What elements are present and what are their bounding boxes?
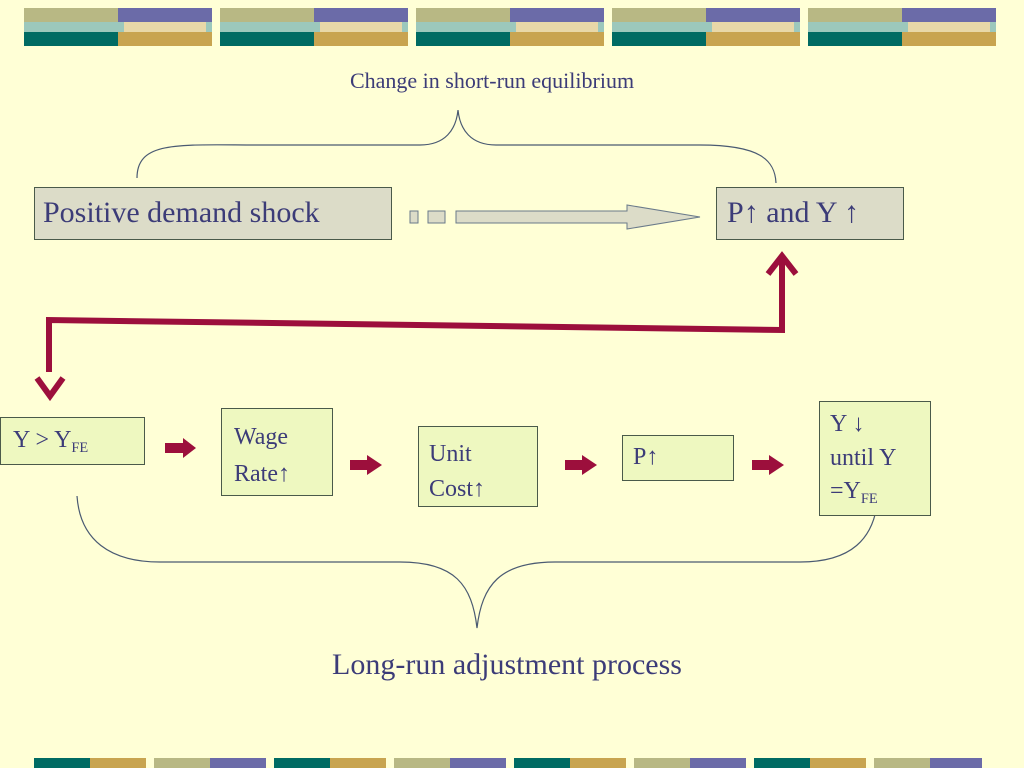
bottom-brace [76,495,879,629]
decor-tile [612,8,800,46]
decor-tile [220,8,408,46]
up-arrow-icon: ↑ [277,461,290,488]
chain-arrows [165,438,784,475]
result-and-y: and Y [758,196,844,229]
decor-tile [24,8,212,46]
price-label: P [633,444,647,470]
y-gt-label: Y > Y [13,427,72,453]
short-run-title: Change in short-run equilibrium [349,68,635,93]
demand-shock-box: Positive demand shock [34,187,392,240]
down-arrow-icon: ↓ [852,411,865,437]
decor-tile [416,8,604,46]
y-above-fe-box: Y > YFE [0,417,145,465]
rate-label: Rate [234,461,278,488]
unit-label: Unit [429,441,472,467]
up-arrow-icon: ↑ [743,196,759,229]
top-brace [136,109,777,184]
up-arrow-icon: ↑ [646,444,659,470]
fe-subscript: FE [860,491,878,508]
dashed-block-arrow [409,204,701,230]
y-falls-box: Y ↓ until Y =YFE [819,401,931,516]
price-output-up-box: P↑ and Y ↑ [716,187,904,240]
feedback-loop-arrow [34,251,799,402]
result-p: P [727,196,744,229]
fe-subscript: FE [71,440,89,457]
eq-y-label: =Y [830,478,861,505]
long-run-title: Long-run adjustment process [332,648,682,681]
until-label: until Y [830,444,897,471]
price-up-box: P↑ [622,435,734,481]
decor-tile [808,8,996,46]
unit-cost-box: Unit Cost↑ [418,426,538,507]
y-label: Y [830,411,853,437]
cost-label: Cost [429,475,474,502]
wage-rate-box: Wage Rate↑ [221,408,333,496]
up-arrow-icon: ↑ [843,196,859,229]
up-arrow-icon: ↑ [473,475,486,502]
demand-shock-label: Positive demand shock [43,196,320,229]
wage-label: Wage [234,424,289,450]
